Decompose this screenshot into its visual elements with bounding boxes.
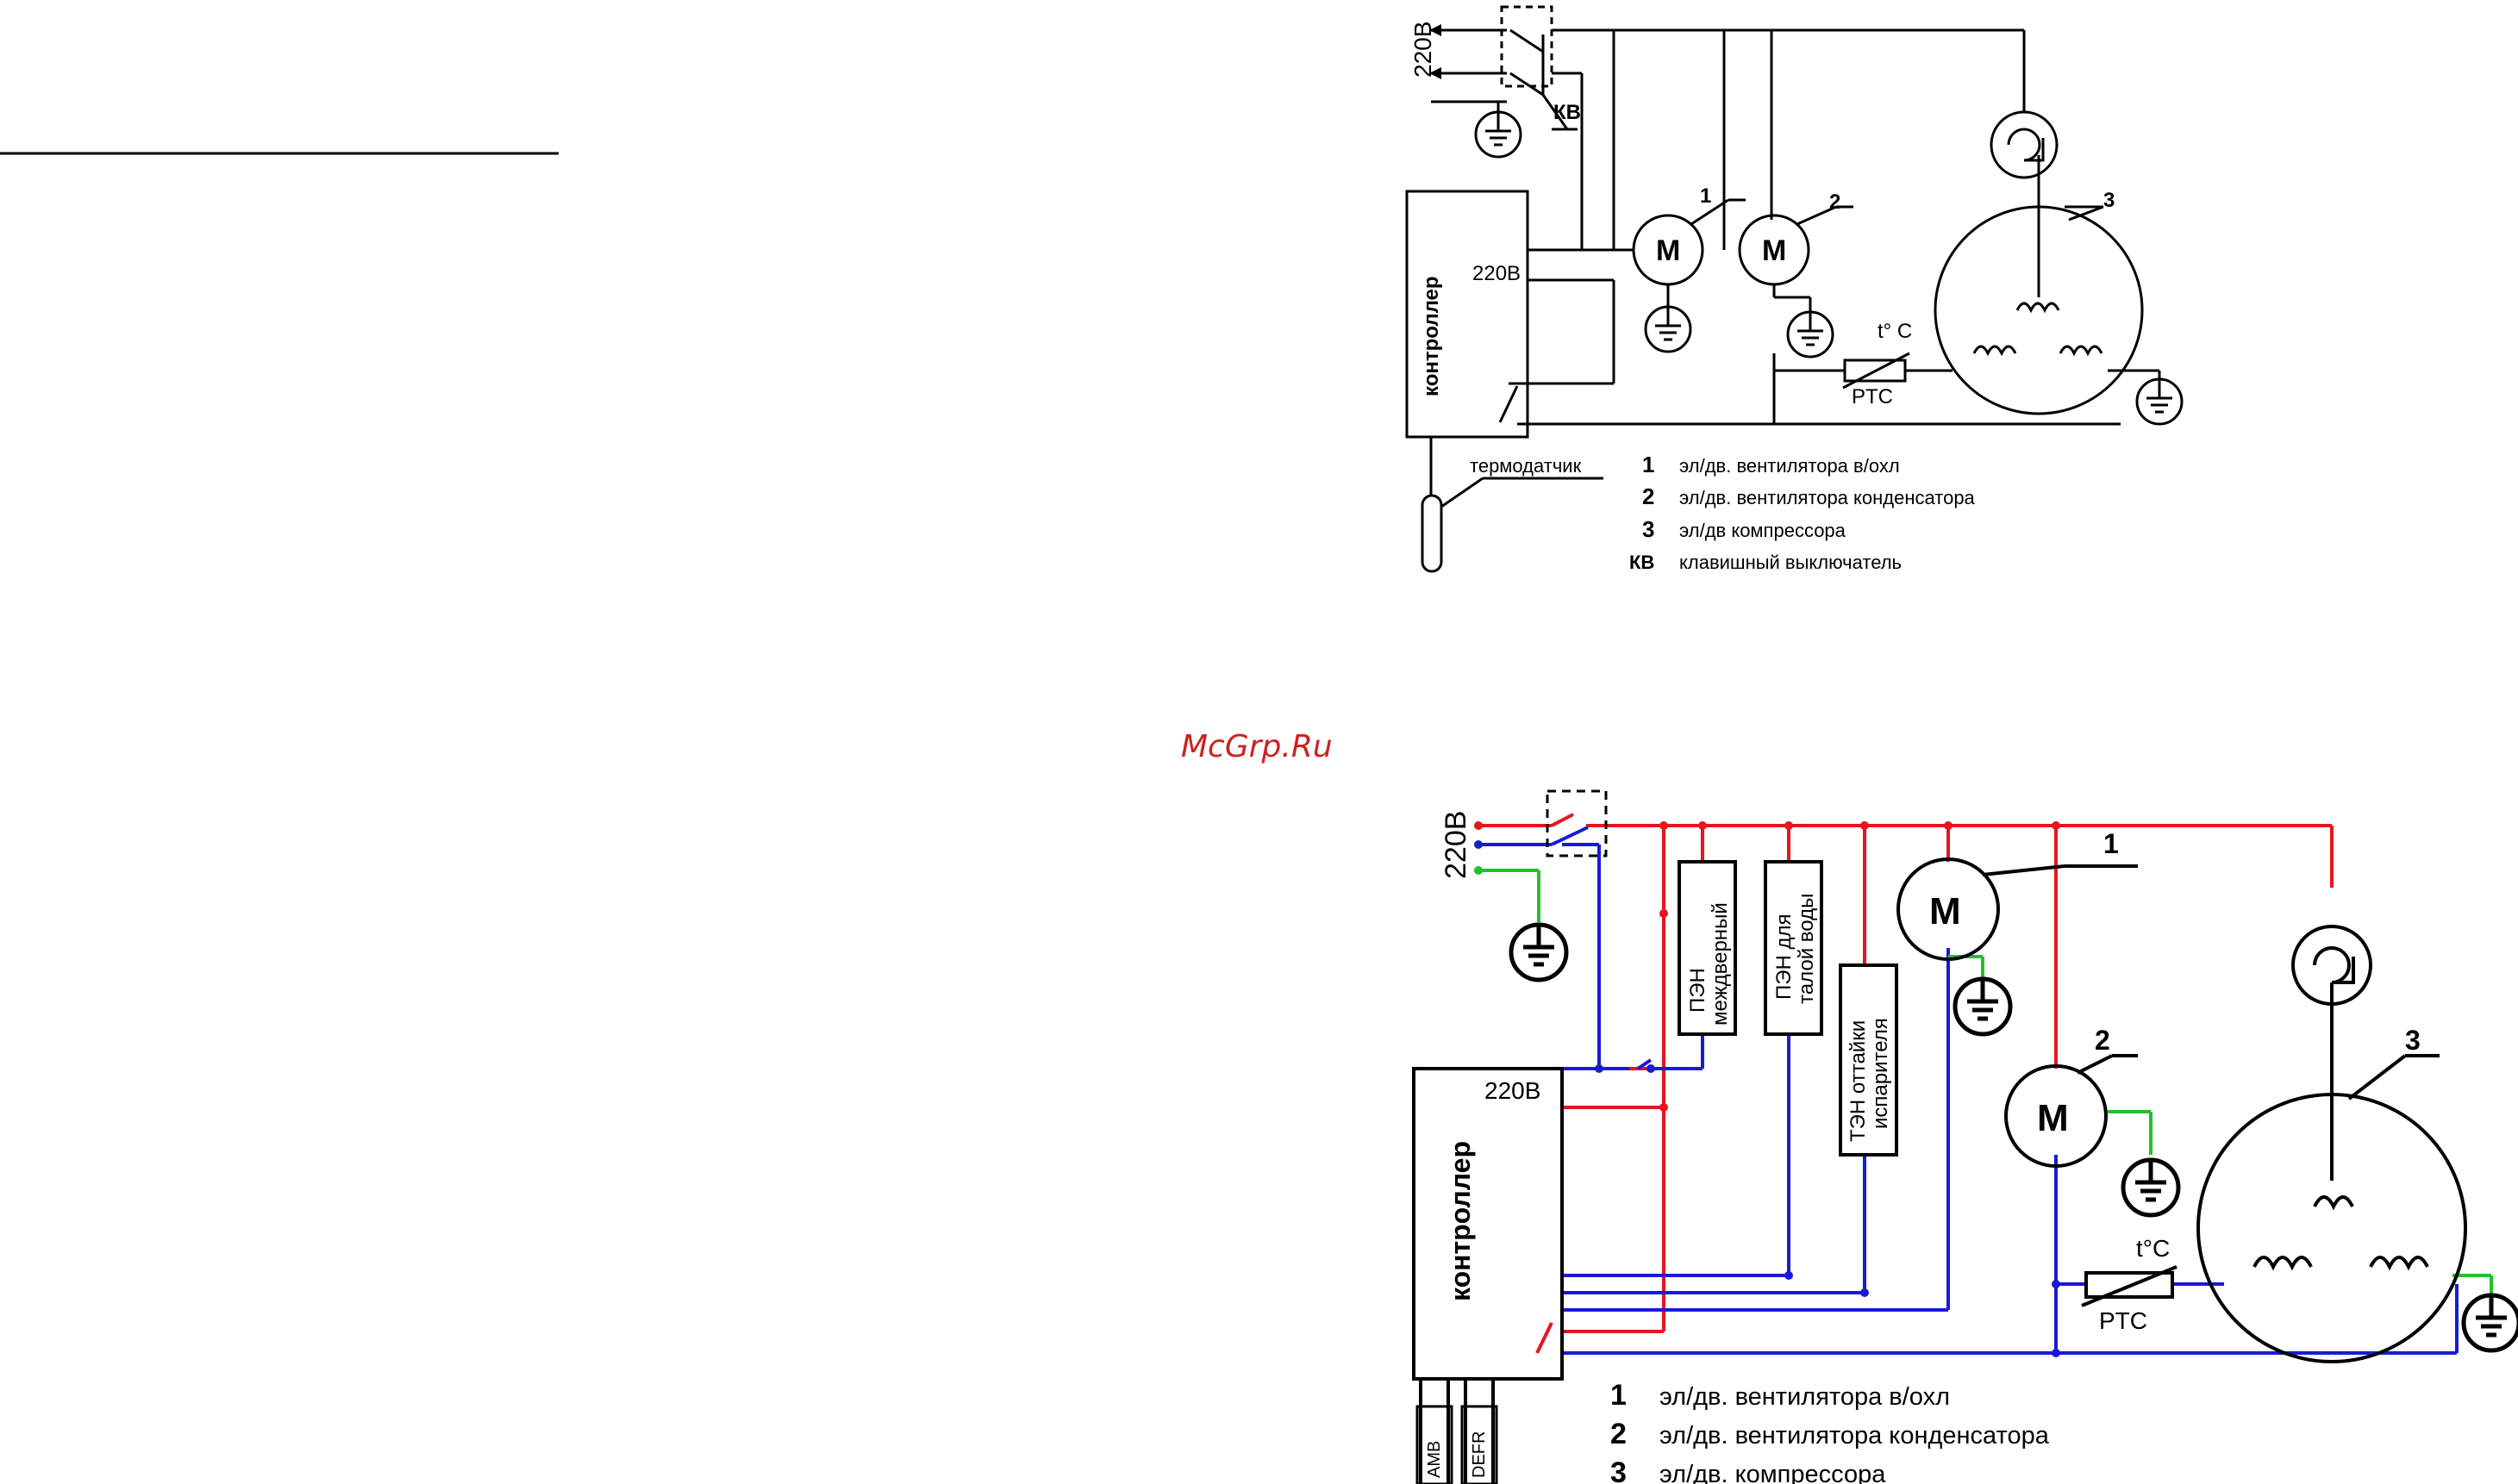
ground-icon — [1511, 925, 1566, 980]
legend-num: 2 — [1610, 1418, 1627, 1450]
d1-sensor-label: термодатчик — [1470, 455, 1582, 477]
d2-motor2-symbol: М — [2037, 1097, 2069, 1139]
d1-switch-label: КВ — [1553, 101, 1581, 124]
legend-text: эл/дв. компрессора — [1659, 1461, 1886, 1484]
d2-sensor-amb-label: AMB — [1425, 1441, 1444, 1478]
ground-icon — [1474, 110, 1522, 159]
d2-ptc-label: PTC — [2099, 1307, 2147, 1334]
d1-callout-1: 1 — [1700, 184, 1711, 208]
thermal-protector-icon — [2291, 925, 2372, 1006]
d2-neutral-wires — [1478, 826, 2459, 1355]
d2-callout-2: 2 — [2095, 1025, 2110, 1056]
d2-heater1-label-line1: ПЭН — [1686, 968, 1709, 1013]
legend-text: эл/дв. вентилятора конденсатора — [1659, 1422, 2050, 1450]
d2-heater2-label-line1: ПЭН для — [1772, 913, 1796, 1000]
legend-num: 3 — [1642, 516, 1654, 542]
d2-legend: 1 эл/дв. вентилятора в/охл 2 эл/дв. вент… — [1610, 1379, 2050, 1484]
d1-legend: 1 эл/дв. вентилятора в/охл 2 эл/дв. вент… — [1629, 452, 1976, 573]
d1-motor1-symbol: М — [1656, 234, 1680, 267]
d1-callout-3: 3 — [2103, 189, 2115, 212]
legend-text: эл/дв. вентилятора в/охл — [1659, 1383, 1950, 1411]
d2-motor1-symbol: М — [1929, 890, 1961, 932]
d1-controller-label: контроллер — [1420, 276, 1443, 396]
d2-ptc-temp-label: t°C — [2136, 1235, 2170, 1262]
d2-heater3-label-line1: ТЭН оттайки — [1846, 1020, 1870, 1142]
legend-text: клавишный выключатель — [1679, 552, 1902, 573]
d1-motor2-symbol: М — [1762, 234, 1786, 267]
legend-text: эл/дв компрессора — [1679, 520, 1846, 541]
d2-ground-wires — [1478, 869, 2493, 1297]
d1-controller-input-label: 220В — [1472, 262, 1521, 285]
legend-num: 2 — [1642, 483, 1654, 509]
d2-callout-1: 1 — [2103, 828, 2119, 859]
d1-ptc-label: PTC — [1852, 385, 1893, 408]
d2-heater1-label-line2: междверный — [1709, 902, 1732, 1026]
d2-supply-label: 220В — [1440, 811, 1472, 879]
ground-icon — [1644, 305, 1692, 353]
d2-phase-wires — [1478, 813, 2334, 1354]
ground-icon — [2464, 1295, 2518, 1350]
d2-junction-dots — [1474, 821, 2060, 1357]
thermal-protector-icon — [1990, 110, 2059, 179]
diagram-2 — [1412, 789, 2467, 1484]
d1-callout-2: 2 — [1829, 190, 1840, 214]
d2-controller-input-label: 220В — [1484, 1077, 1540, 1104]
legend-text: эл/дв. вентилятора конденсатора — [1679, 487, 1976, 508]
d2-controller-label: контроллер — [1445, 1141, 1476, 1301]
d2-heater2-label-line2: талой воды — [1795, 894, 1818, 1004]
watermark: McGrp.Ru — [1181, 729, 1333, 764]
ground-icon — [2135, 377, 2184, 426]
legend-num: 3 — [1610, 1456, 1627, 1484]
ground-icon — [1955, 979, 2010, 1034]
d2-sensor-defr-label: DEFR — [1470, 1431, 1489, 1478]
legend-num: КВ — [1629, 552, 1654, 573]
legend-num: 1 — [1642, 452, 1654, 477]
d1-supply-label: 220В — [1409, 22, 1436, 78]
legend-num: 1 — [1610, 1379, 1627, 1412]
legend-text: эл/дв. вентилятора в/охл — [1679, 455, 1900, 477]
ground-icon — [2123, 1160, 2178, 1215]
d2-callout-3: 3 — [2405, 1025, 2421, 1056]
d1-ptc-temp-label: t° C — [1878, 320, 1912, 343]
ground-icon — [1786, 310, 1834, 359]
d2-heater3-label-line2: испарителя — [1869, 1018, 1892, 1129]
